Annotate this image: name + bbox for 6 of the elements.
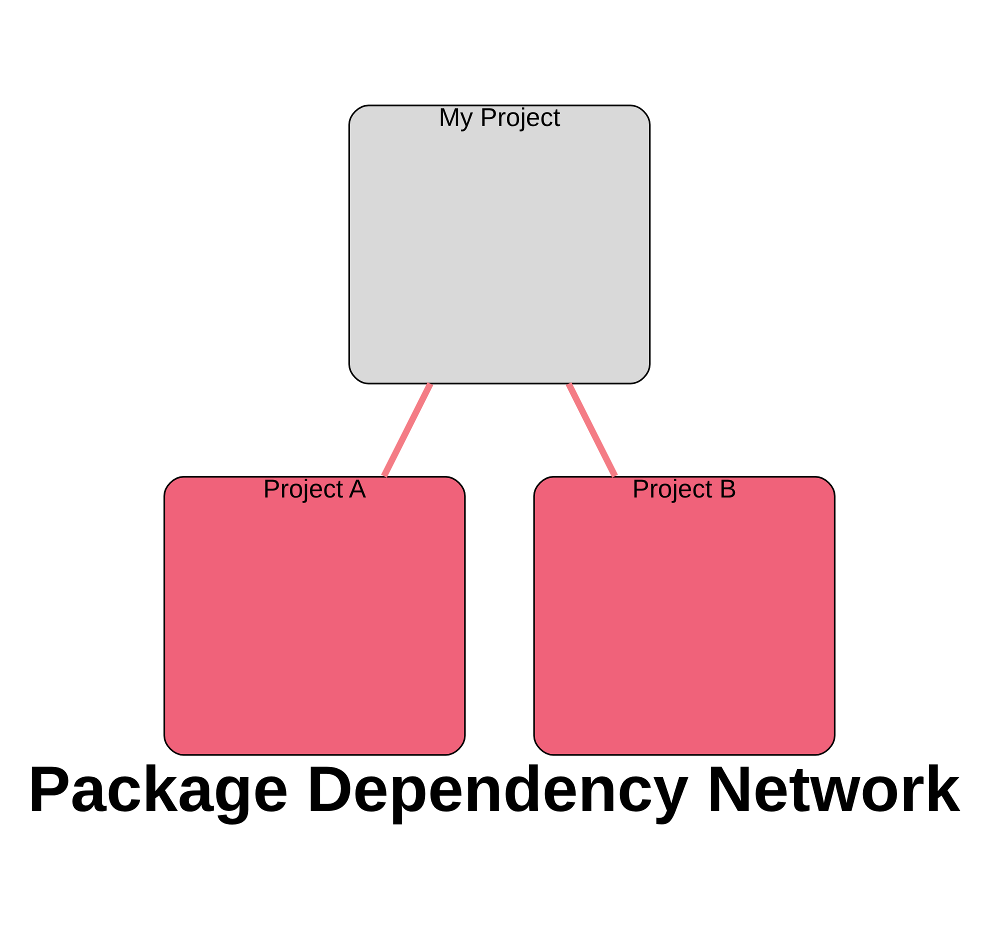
node-box: My Project bbox=[348, 104, 651, 384]
node-box: Project B bbox=[533, 476, 836, 756]
connector bbox=[566, 382, 618, 478]
caption: Package Dependency Network bbox=[28, 753, 960, 826]
connector bbox=[381, 382, 434, 478]
node-box: Project A bbox=[163, 476, 466, 756]
